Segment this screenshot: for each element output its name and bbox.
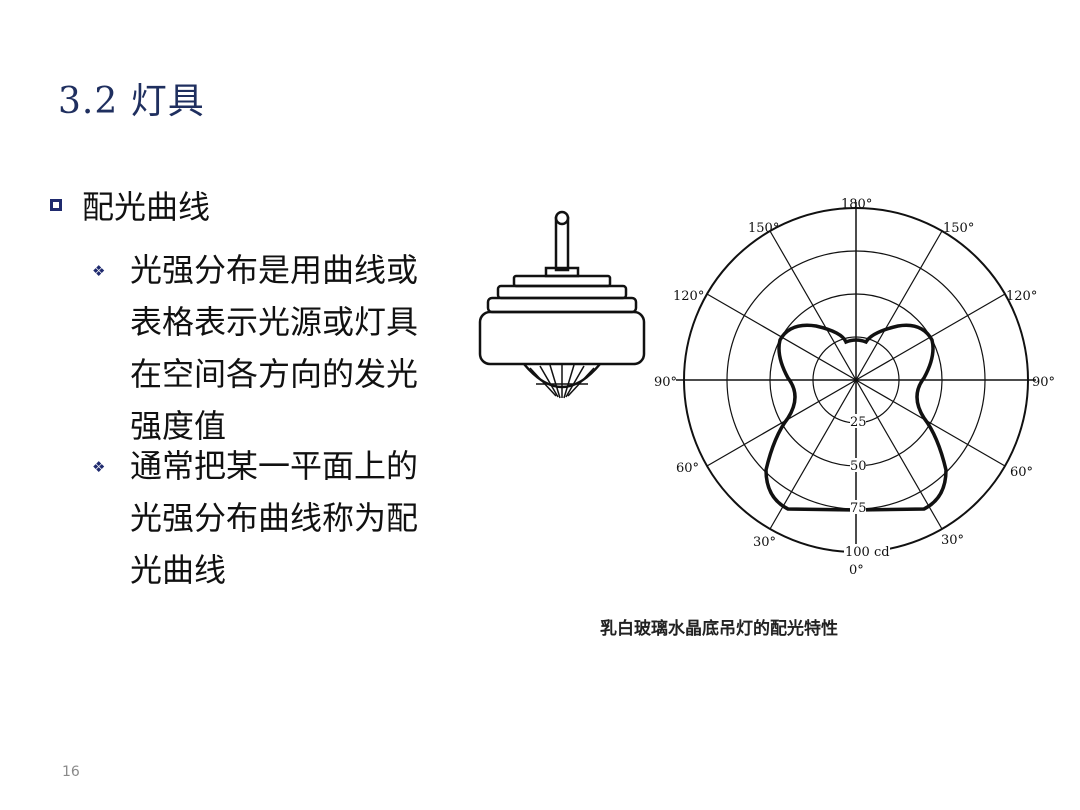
angle-label-bottom: 0° [849, 563, 864, 578]
pendant-lamp-drawing [478, 210, 646, 399]
bullet-text-2: 通常把某一平面上的光强分布曲线称为配光曲线 [130, 447, 419, 589]
light-distribution-figure: 180° 150° 150° 120° 120° 90° 90° 60° 60°… [470, 180, 1080, 650]
radial-label-100: 100 cd [845, 545, 890, 560]
page-number: 16 [62, 764, 80, 780]
angle-label-mid-lower-right: 60° [1010, 465, 1033, 480]
angle-label-mid-upper-left: 120° [673, 289, 704, 304]
diamond-bullet-icon: ❖ [92, 458, 106, 476]
radial-label-50: 50 [850, 459, 867, 474]
angle-label-mid-upper-right: 120° [1006, 289, 1037, 304]
angle-label-left: 90° [654, 375, 677, 390]
slide-title: 3.2 灯具 [58, 81, 205, 122]
intensity-curve [764, 323, 948, 512]
angle-label-mid-lower-left: 60° [676, 461, 699, 476]
diamond-bullet-icon: ❖ [92, 262, 106, 280]
angle-label-top: 180° [841, 197, 872, 212]
square-bullet-icon [50, 199, 62, 211]
bullet-text-1: 光强分布是用曲线或表格表示光源或灯具在空间各方向的发光强度值 [130, 251, 419, 445]
angle-label-upper-left: 150° [748, 221, 779, 236]
angle-label-upper-right: 150° [943, 221, 974, 236]
angle-label-right: 90° [1032, 375, 1055, 390]
radial-label-25: 25 [850, 415, 867, 430]
angle-label-lower-left: 30° [753, 535, 776, 550]
figure-caption: 乳白玻璃水晶底吊灯的配光特性 [600, 619, 838, 639]
figure-svg: 180° 150° 150° 120° 120° 90° 90° 60° 60°… [478, 197, 1055, 578]
bullet-item-2: ❖ 通常把某一平面上的光强分布曲线称为配光曲线 [92, 440, 446, 596]
section-heading: 配光曲线 [50, 182, 210, 228]
heading-text: 配光曲线 [82, 188, 211, 226]
bullet-item-1: ❖ 光强分布是用曲线或表格表示光源或灯具在空间各方向的发光强度值 [92, 244, 446, 452]
angle-label-lower-right: 30° [941, 533, 964, 548]
radial-label-75: 75 [850, 501, 867, 516]
